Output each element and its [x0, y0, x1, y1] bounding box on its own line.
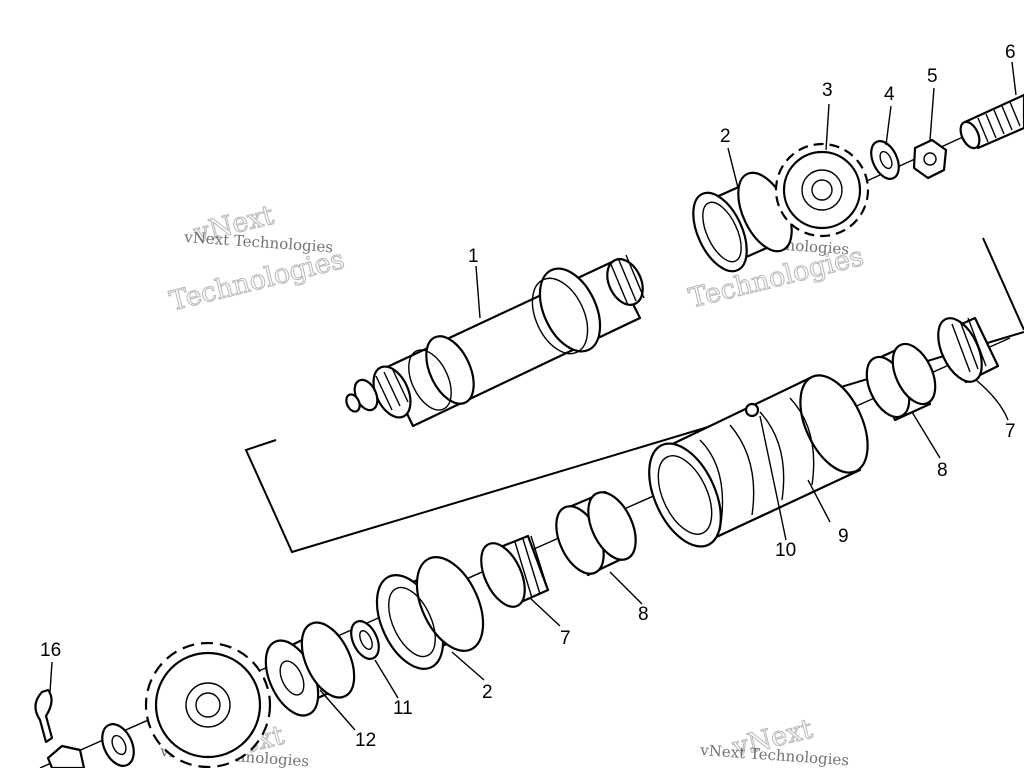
- callout-1: 1: [468, 246, 479, 267]
- callout-6: 6: [1005, 42, 1016, 63]
- callout-10: 10: [775, 540, 796, 561]
- part-4-washer: [870, 140, 900, 180]
- callout-11: 11: [393, 698, 413, 719]
- callout-7-right: 7: [1005, 421, 1016, 442]
- part-nut-bottom: [46, 744, 86, 768]
- leader-lines: [49, 61, 1017, 731]
- part-9-helical-cam: [648, 374, 869, 548]
- part-16-cotter-pin: [34, 688, 54, 744]
- part-washer-bottom: [101, 723, 135, 767]
- part-5-lock-nut: [912, 138, 948, 180]
- part-10-pin: [744, 402, 760, 418]
- part-2-bearing-race-bottom: [375, 556, 485, 670]
- callout-9: 9: [838, 526, 849, 547]
- part-8-bearing-cup-left: [555, 490, 637, 577]
- callout-7-left: 7: [560, 628, 571, 649]
- part-7-tapered-bearing-right: [937, 316, 1000, 384]
- callout-2-bottom: 2: [482, 682, 493, 703]
- callout-8-left: 8: [638, 604, 649, 625]
- part-11-washer: [350, 620, 380, 660]
- callout-16: 16: [40, 640, 61, 661]
- part-12-spacer: [264, 621, 356, 717]
- callout-4: 4: [884, 84, 895, 105]
- watermark-small: vNext Technologies: [183, 228, 334, 256]
- part-3-drive-sprocket: [774, 142, 870, 238]
- callout-12: 12: [355, 730, 376, 751]
- part-7-tapered-bearing-left: [480, 534, 550, 608]
- callout-3: 3: [822, 80, 833, 101]
- callout-8-right: 8: [937, 460, 948, 481]
- callout-numbers: 1 2 3 4 5 6 7 8 9 10 8 7 2 11 12 16: [40, 42, 1016, 751]
- part-driven-sprocket: [144, 641, 272, 768]
- callout-5: 5: [927, 66, 938, 87]
- callout-2-top: 2: [720, 126, 731, 147]
- part-8-bearing-cup-right: [865, 342, 937, 422]
- group-bracket: [244, 237, 1024, 554]
- part-1-shaft: [345, 254, 645, 428]
- part-6-spring: [959, 93, 1024, 150]
